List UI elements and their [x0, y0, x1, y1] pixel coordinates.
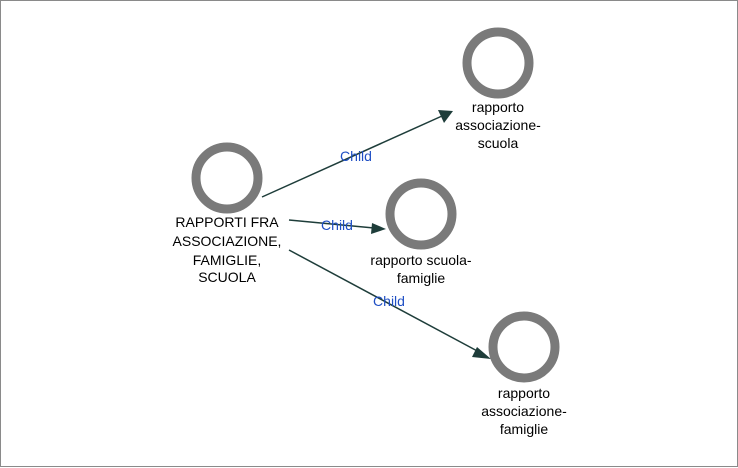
node-label-line: rapporto scuola-: [370, 252, 472, 268]
node-label-line: FAMIGLIE,: [193, 252, 261, 268]
edge-label: Child: [321, 217, 353, 233]
node-circle[interactable]: [191, 142, 263, 214]
node-label-line: rapporto: [498, 385, 550, 401]
edge-root-n2[interactable]: Child: [288, 217, 386, 234]
node-root[interactable]: RAPPORTI FRA ASSOCIAZIONE, FAMIGLIE, SCU…: [173, 142, 282, 285]
node-rapporto-scuola-famiglie[interactable]: rapporto scuola- famiglie: [370, 178, 472, 286]
node-label-line: associazione-: [481, 403, 567, 419]
node-circle[interactable]: [385, 178, 457, 250]
node-rapporto-associazione-scuola[interactable]: rapporto associazione- scuola: [455, 27, 541, 151]
node-circle[interactable]: [488, 311, 560, 383]
edge-label: Child: [373, 293, 405, 309]
node-label-line: rapporto: [472, 99, 524, 115]
node-label-line: famiglie: [500, 421, 548, 437]
node-label-line: associazione-: [455, 117, 541, 133]
node-label-line: ASSOCIAZIONE,: [173, 233, 282, 249]
node-label-line: RAPPORTI FRA: [175, 214, 279, 230]
edge-root-n3[interactable]: Child: [288, 249, 491, 359]
edge-root-n1[interactable]: Child: [261, 110, 453, 198]
node-label-line: SCUOLA: [198, 269, 256, 285]
node-label-line: famiglie: [397, 270, 445, 286]
edge-label: Child: [340, 148, 372, 164]
node-circle[interactable]: [462, 27, 534, 99]
node-label-line: scuola: [478, 135, 519, 151]
node-rapporto-associazione-famiglie[interactable]: rapporto associazione- famiglie: [481, 311, 567, 437]
